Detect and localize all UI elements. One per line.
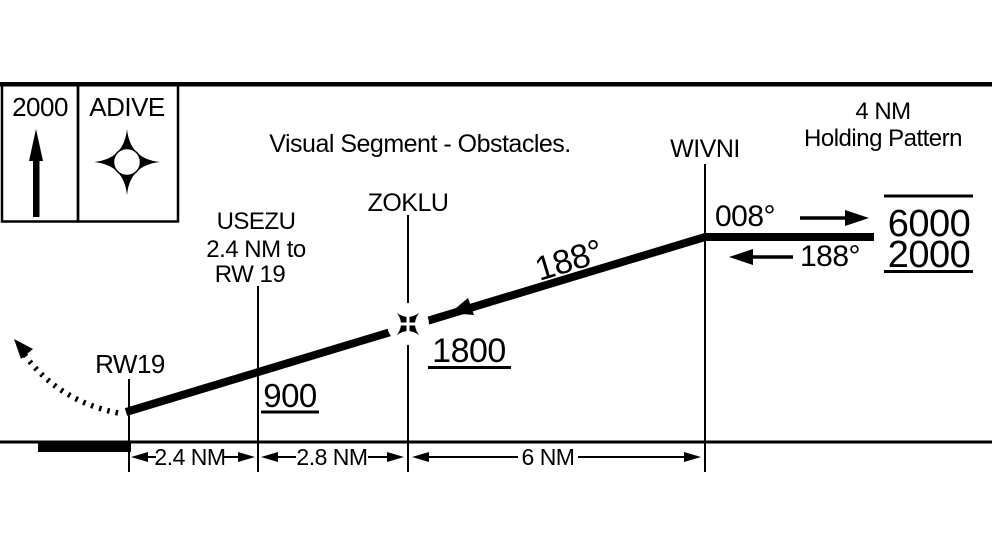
holding-fix-name: ADIVE bbox=[89, 92, 165, 122]
holding-distance: 4 NM bbox=[855, 98, 910, 125]
dimension-usezu-zoklu: 2.8 NM bbox=[261, 444, 404, 470]
holding-min-altitude: 2000 bbox=[888, 234, 971, 276]
inbound-arrow-icon bbox=[729, 249, 793, 265]
max-altitude-overline bbox=[884, 194, 973, 198]
profile-title: Visual Segment - Obstacles. bbox=[269, 130, 570, 158]
usezu-note-line1: 2.4 NM to bbox=[206, 236, 306, 263]
rw19-label: RW19 bbox=[95, 349, 165, 379]
usezu-note-line2: RW 19 bbox=[215, 261, 286, 288]
final-course-label: 188° bbox=[531, 232, 607, 288]
zoklu-cross-icon bbox=[390, 306, 426, 342]
zoklu-altitude-underline bbox=[428, 366, 511, 369]
distance-usezu-zoklu: 2.8 NM bbox=[296, 444, 367, 470]
usezu-altitude: 900 bbox=[263, 377, 317, 414]
climb-altitude-label: 2000 bbox=[12, 92, 68, 122]
zoklu-label: ZOKLU bbox=[368, 189, 449, 217]
fix-star-icon bbox=[94, 129, 160, 195]
holding-fix-box bbox=[76, 83, 180, 223]
zoklu-altitude: 1800 bbox=[432, 332, 506, 370]
dimension-rw19-usezu: 2.4 NM bbox=[131, 444, 255, 470]
usezu-altitude-underline bbox=[261, 410, 319, 414]
holding-max-altitude: 6000 bbox=[888, 203, 971, 245]
distance-zoklu-wivni: 6 NM bbox=[522, 444, 575, 470]
outbound-arrow-icon bbox=[800, 210, 869, 226]
outbound-course-label: 008° bbox=[715, 200, 775, 233]
descent-arrowhead-icon bbox=[450, 298, 474, 315]
inbound-course-label: 188° bbox=[800, 240, 860, 273]
distance-rw19-usezu: 2.4 NM bbox=[154, 444, 225, 470]
holding-label: Holding Pattern bbox=[804, 125, 962, 152]
ground-baseline bbox=[0, 440, 992, 444]
dimension-zoklu-wivni: 6 NM bbox=[412, 444, 701, 470]
usezu-label: USEZU bbox=[217, 208, 296, 235]
wivni-label: WIVNI bbox=[670, 135, 740, 163]
missed-approach-arrow-icon bbox=[14, 339, 119, 416]
glide-path-line bbox=[124, 233, 874, 416]
top-rule bbox=[0, 82, 992, 87]
climb-up-arrow-icon bbox=[29, 129, 43, 217]
min-altitude-underline bbox=[884, 270, 973, 273]
runway-bar bbox=[38, 442, 131, 452]
